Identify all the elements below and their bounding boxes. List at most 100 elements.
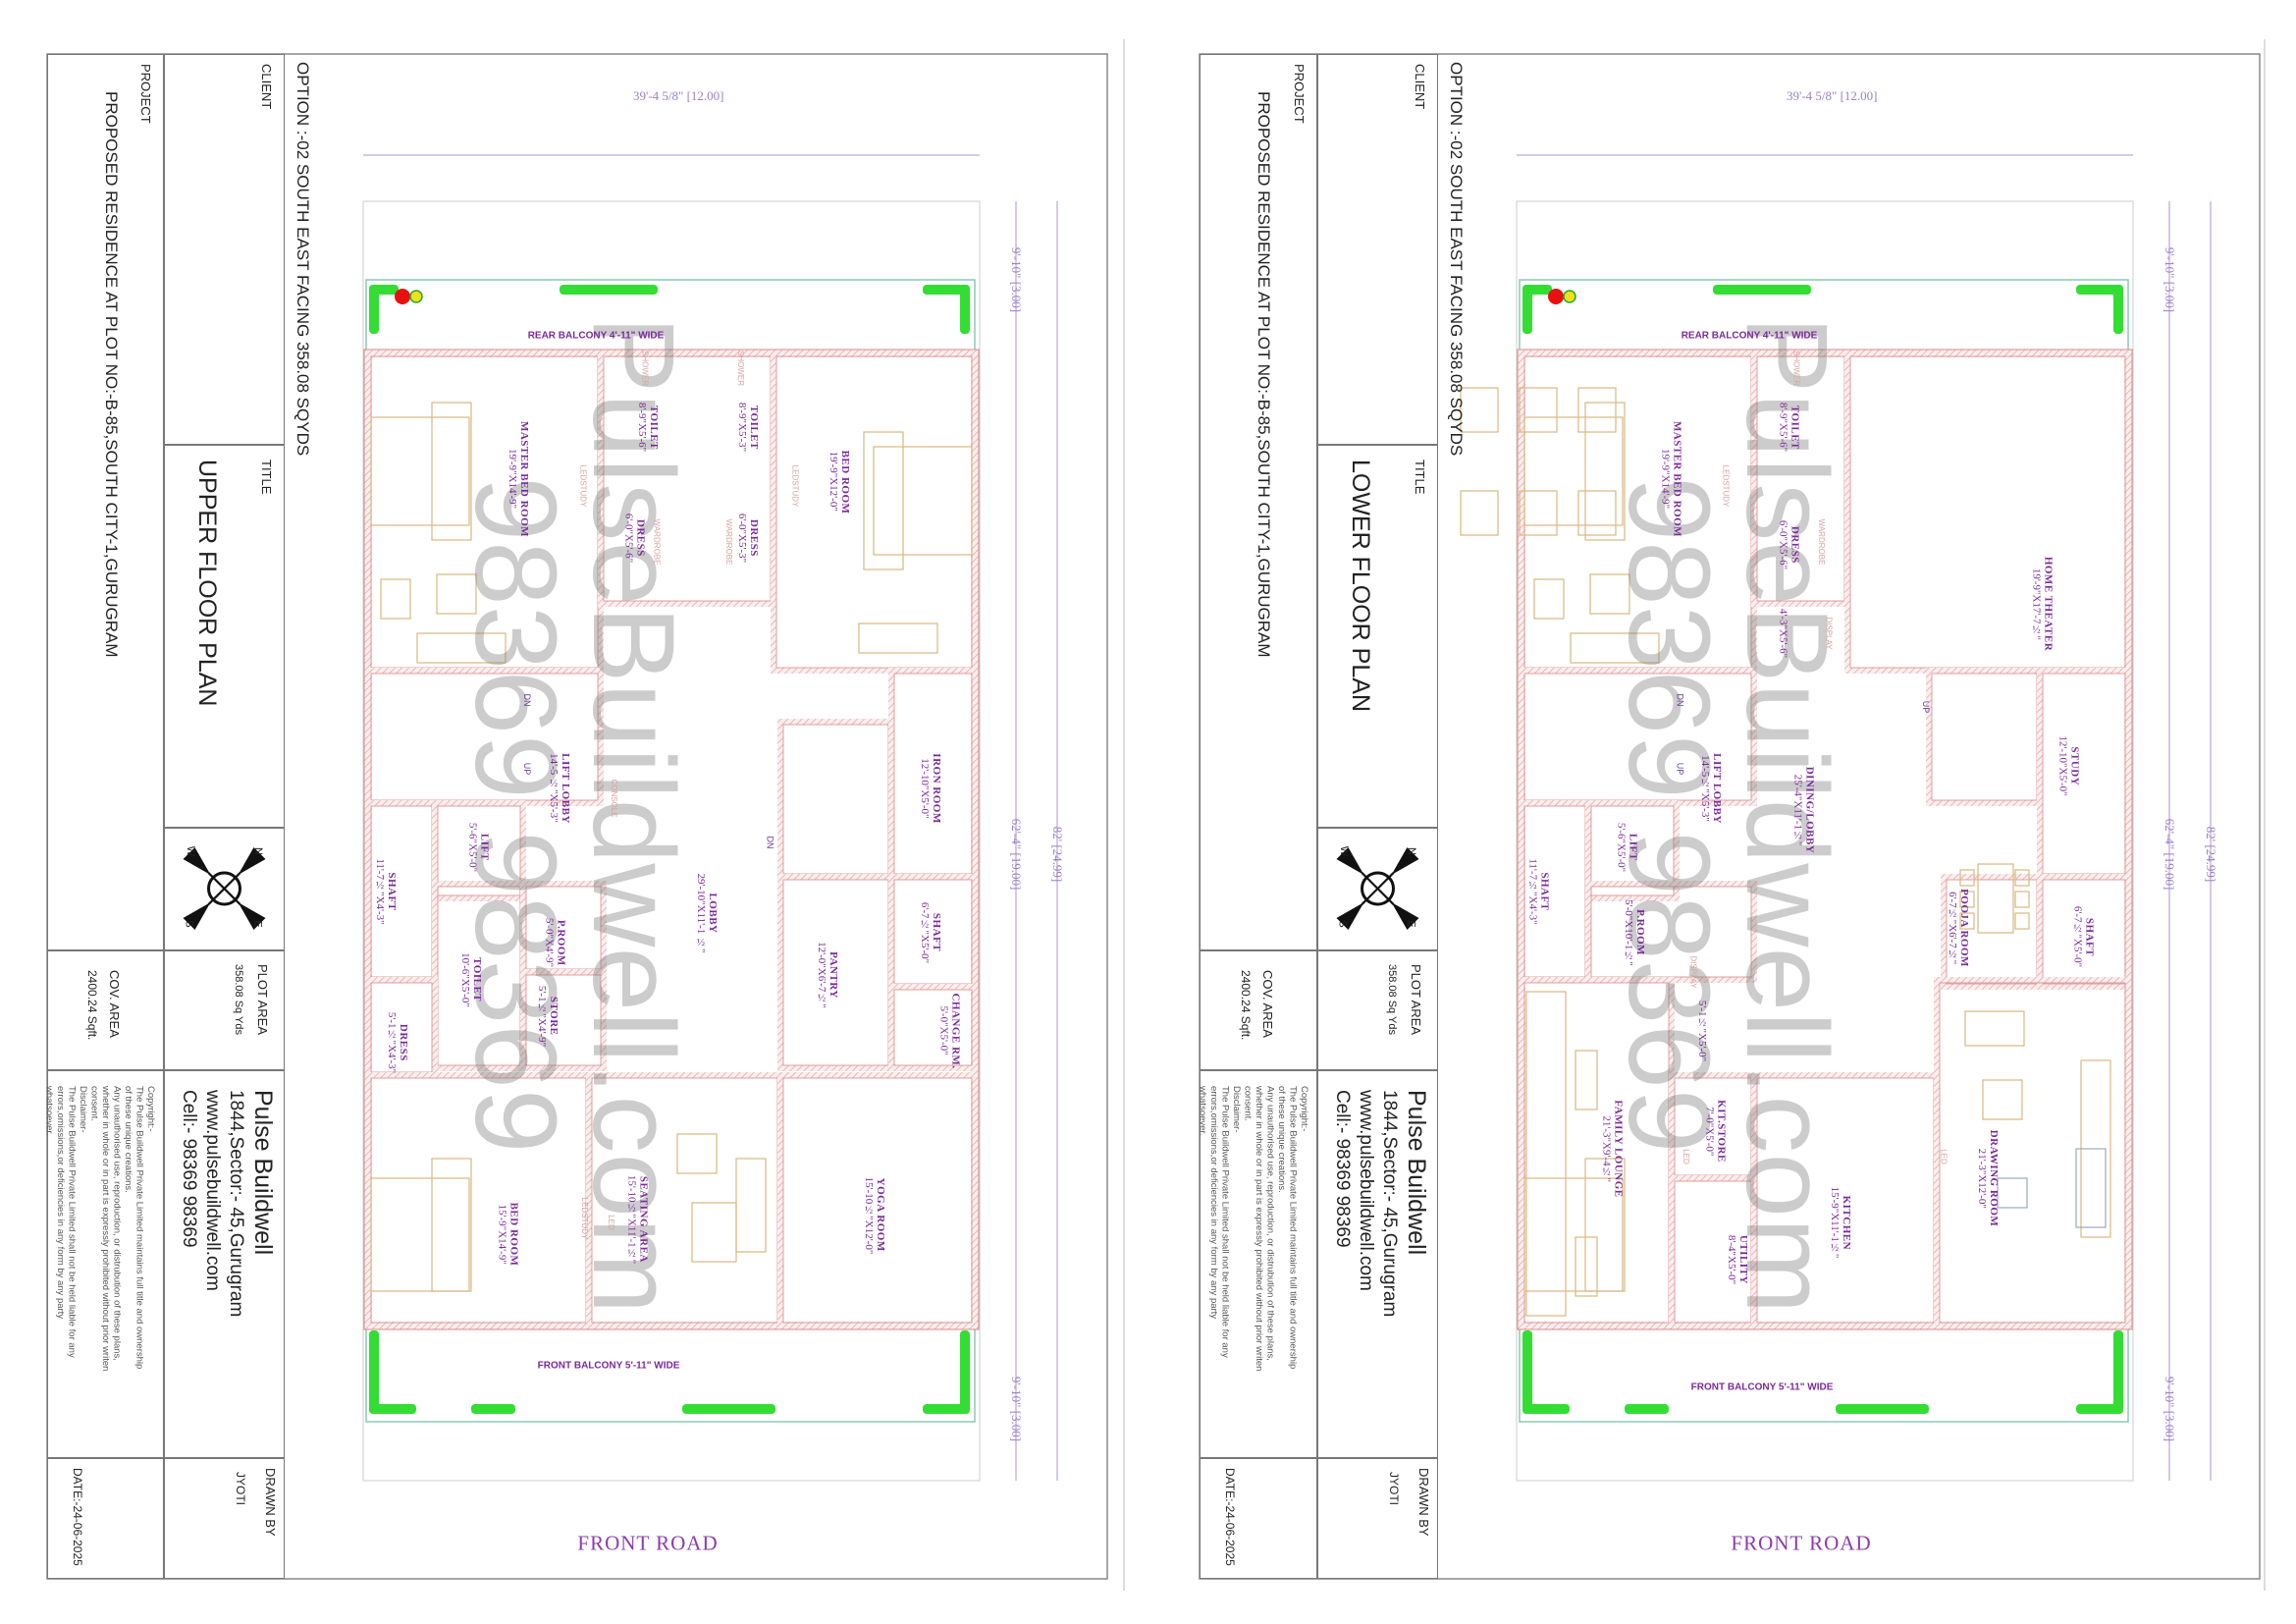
room-label: CHANGE RM.5'-0"X5'-0"	[938, 993, 962, 1068]
compass-e: E	[251, 920, 264, 928]
front-dimension: 9'-10" [3.00]	[1009, 1376, 1024, 1442]
room-dimension: 19'-9"X12'-0"	[828, 451, 839, 513]
company-name: Pulse Buildwell	[249, 1090, 277, 1256]
drawn-by-label: DRAWN BY	[1416, 1468, 1431, 1537]
room-name: BED ROOM	[839, 450, 851, 514]
title-label: TITLE	[259, 460, 274, 495]
furniture	[431, 402, 472, 541]
front-road-label: FRONT ROAD	[577, 1531, 719, 1555]
room-name: DRAWING ROOM	[1988, 1129, 2000, 1227]
drawn-by-value: JYOTI	[234, 1472, 247, 1506]
compass-icon	[207, 871, 241, 906]
room-name: KITCHEN	[1841, 1195, 1852, 1250]
rear-dimension: 9'-10" [3.00]	[2163, 246, 2177, 313]
fixture-label: LED	[607, 1215, 615, 1230]
room-name: TOILET	[648, 405, 660, 450]
fixture-label: LED	[1939, 1148, 1949, 1164]
cov-area-cell	[47, 950, 164, 1070]
drawn-by-cell	[164, 1458, 285, 1579]
room-name: LOBBY	[707, 893, 719, 934]
room-wall	[777, 1072, 978, 1328]
company-cell	[164, 1070, 285, 1458]
company-website[interactable]: www.pulsebuildwell.com	[1356, 1090, 1376, 1291]
plant-icon	[923, 285, 970, 295]
fixture-label: DISPLAY	[1688, 955, 1698, 989]
furniture	[1460, 490, 1499, 536]
room-dimension: 5'-6"X5'-0"	[1615, 822, 1628, 872]
furniture	[1577, 490, 1617, 536]
compass-icon	[1361, 871, 1395, 906]
company-website[interactable]: www.pulsebuildwell.com	[202, 1090, 223, 1291]
room-name: DRESS	[748, 518, 760, 557]
plant-icon	[2113, 1330, 2123, 1414]
title-cell	[1317, 445, 1438, 828]
furniture	[1523, 416, 1624, 526]
room-dimension: 19'-9"X17'-7½"	[2030, 568, 2043, 640]
room-name: SHAFT	[1538, 871, 1551, 911]
fixture-label: WARDROBE	[1817, 518, 1826, 566]
compass-arrow	[183, 902, 211, 930]
room-dimension: 8'-9"X5'-3"	[736, 402, 748, 453]
front-road-label: FRONT ROAD	[1731, 1531, 1872, 1555]
watermark-site: PulseBuildwell.com	[1722, 315, 1851, 1315]
copyright-line: Copyright:-	[1299, 1086, 1309, 1132]
furniture	[2014, 891, 2030, 908]
fixture-label: LEDSTUDY	[790, 464, 800, 508]
furniture	[416, 632, 507, 664]
compass-arrow	[238, 902, 266, 930]
front-balcony-label: FRONT BALCONY 5'-11" WIDE	[537, 1360, 680, 1372]
room-label: 5'-1½"X5'-0"	[1696, 1001, 1720, 1061]
option-text: OPTION :-02 SOUTH EAST FACING 358.08 SQY…	[1447, 62, 1466, 457]
room-wall-line	[525, 974, 602, 1066]
room-name: SHAFT	[931, 912, 942, 952]
project-label: PROJECT	[1292, 64, 1307, 124]
furniture	[1575, 1236, 1598, 1297]
room-name: MASTER BED ROOM	[518, 420, 530, 537]
company-cell	[1317, 1070, 1438, 1458]
furniture	[431, 1158, 472, 1292]
plot-area-label: PLOT AREA	[1409, 964, 1423, 1036]
room-dimension: 14'-5 ½"X5'-3"	[548, 753, 560, 823]
project-cell	[1200, 54, 1317, 950]
room-name: PANTRY	[828, 951, 839, 999]
room-wall-line	[782, 1077, 973, 1324]
company-address: 1844,Sector:- 45,Gurugram	[226, 1090, 246, 1318]
copyright-line: The Pulse Buildwell Private Limited main…	[1287, 1086, 1299, 1370]
room-wall-line	[1590, 805, 1675, 896]
furniture	[1997, 1177, 2028, 1209]
copyright-line: errors,omissions,or deficiencies in any …	[55, 1086, 66, 1320]
room-dimension: 6'-7½"X5'-0"	[2071, 905, 2084, 968]
room-wall	[2037, 874, 2131, 990]
fixture-label: WARDROBE	[724, 518, 733, 566]
copyright-line: whatsoever.	[43, 1086, 55, 1136]
compass-arrow	[238, 847, 266, 875]
plant-icon	[471, 1404, 515, 1414]
plot-area-cell	[1317, 950, 1438, 1070]
fixture-label: LEDSTUDY	[578, 464, 588, 508]
room-name: TOILET	[748, 405, 760, 450]
room-name: LIFT LOBBY	[560, 752, 571, 824]
stair-direction-label: DN	[765, 836, 775, 849]
fixture-label: WARDROBE	[652, 518, 662, 566]
fixture-label: LEDSTUDY	[1721, 464, 1731, 508]
room-dimension: 15'-10½"X12'-0"	[863, 1176, 875, 1254]
room-dimension: 6'-7½"X6'-7½"	[1947, 891, 1958, 965]
compass-w: W	[184, 845, 196, 857]
compass-n: N	[251, 847, 264, 855]
room-wall	[520, 969, 607, 1071]
drawn-by-cell	[1317, 1458, 1438, 1579]
furniture	[1589, 573, 1630, 615]
plant-icon	[369, 285, 379, 334]
furniture	[1584, 1158, 1626, 1292]
